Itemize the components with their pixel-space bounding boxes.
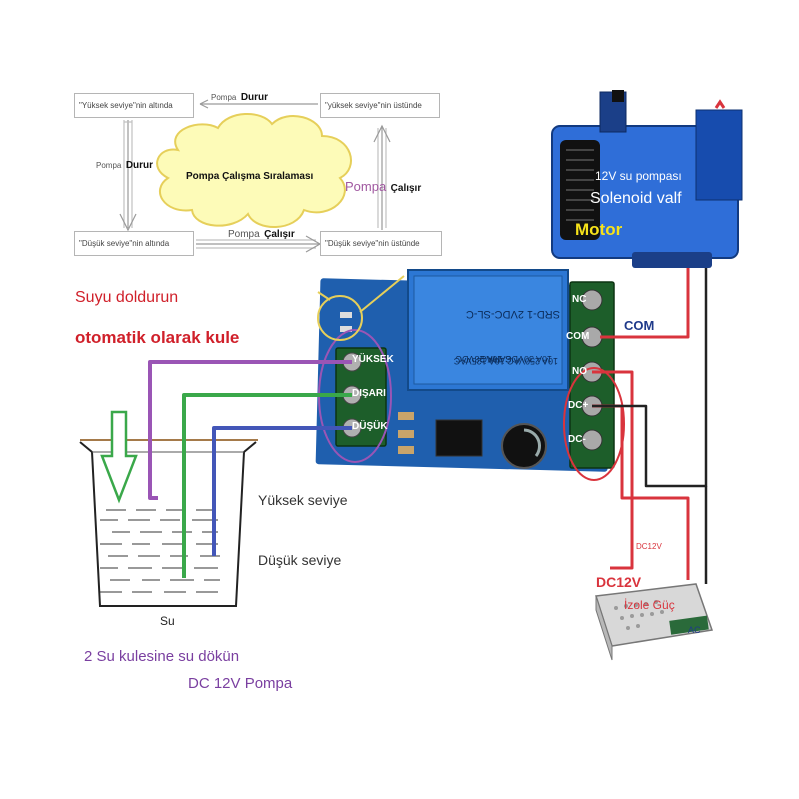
caption-pour-tower: 2 Su kulesine su dökün — [84, 648, 240, 665]
caption-fill-line1: Suyu doldurun — [75, 289, 179, 306]
right-arrow-prefix: Pompa — [345, 179, 387, 194]
pump-body — [551, 90, 743, 268]
cloud-title: Pompa Çalışma Sıralaması — [186, 171, 314, 182]
terminal-dcplus-label: DC+ — [568, 400, 589, 411]
com-wire-label: COM — [624, 318, 655, 333]
flow-box-high-above-label: "yüksek seviye"nin üstünde — [325, 101, 422, 110]
wiring — [148, 262, 708, 584]
flow-box-high-below: "Yüksek seviye"nin altında — [74, 93, 194, 118]
flow-box-low-below: "Düşük seviye"nin altında — [74, 231, 194, 256]
water-tank — [79, 410, 258, 607]
pump-label-line1: 12V su pompası — [595, 169, 682, 183]
terminal-nc-label: NC — [572, 294, 587, 305]
terminal-no-label: NO — [572, 366, 587, 377]
relay-brand-label: SARKG — [480, 354, 512, 364]
relay-board — [315, 269, 625, 481]
relay-model-label: SRD-1 2VDC-SL-C — [465, 308, 560, 320]
power-supply — [595, 583, 714, 661]
caption-fill-line2: otomatik olarak kule — [75, 328, 240, 347]
bottom-arrow-label: Pompa Çalışır — [228, 224, 295, 242]
tank-low-level-label: Düşük seviye — [258, 552, 342, 568]
cloud-shape — [156, 112, 352, 228]
tank-water-label: Su — [160, 614, 175, 628]
top-arrow-prefix: Pompa — [211, 93, 237, 102]
top-arrow-label: Pompa Durur — [211, 87, 268, 105]
terminal-com-label: COM — [566, 331, 590, 342]
right-arrow-label: Pompa Çalışır — [345, 178, 421, 196]
terminal-dcminus-label: DC- — [568, 434, 586, 445]
flow-box-high-above: "yüksek seviye"nin üstünde — [320, 93, 440, 118]
pump-label-line3: Motor — [575, 220, 623, 239]
psu-dc-label: DC12V — [636, 542, 662, 551]
flow-box-low-above-label: "Düşük seviye"nin üstünde — [325, 239, 420, 248]
bottom-arrow-prefix: Pompa — [228, 229, 260, 240]
flow-box-low-above: "Düşük seviye"nin üstünde — [320, 231, 442, 256]
pump-label-line2: Solenoid valf — [590, 190, 682, 207]
psu-title-line2: İzole Güç — [624, 598, 675, 612]
flow-box-low-below-label: "Düşük seviye"nin altında — [79, 239, 170, 248]
terminal-high-label: YÜKSEK — [352, 354, 394, 365]
bottom-arrow-action: Çalışır — [264, 229, 295, 240]
caption-pump: DC 12V Pompa — [188, 675, 293, 692]
flow-arrows — [119, 99, 391, 253]
tank-high-level-label: Yüksek seviye — [258, 492, 348, 508]
left-arrow-action: Durur — [125, 160, 154, 171]
right-arrow-action: Çalışır — [390, 183, 422, 194]
left-arrow-prefix: Pompa — [96, 161, 122, 170]
psu-title-line1: DC12V — [596, 574, 642, 590]
psu-ac-label: AC — [688, 625, 701, 635]
top-arrow-action: Durur — [240, 92, 269, 103]
flow-box-high-below-label: "Yüksek seviye"nin altında — [79, 101, 173, 110]
left-arrow-label: Pompa Durur — [96, 155, 153, 173]
terminal-out-label: DIŞARI — [352, 388, 386, 399]
terminal-low-label: DÜŞÜK — [352, 421, 388, 432]
